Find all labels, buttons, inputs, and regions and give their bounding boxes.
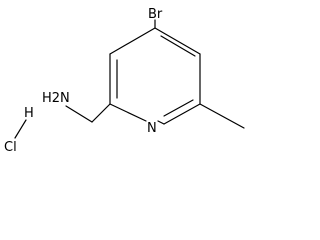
- ring-nitrogen-label: N: [147, 121, 157, 136]
- bond-c3-c4-inner: [160, 35, 196, 57]
- structure-diagram: Br N H2N H Cl: [4, 7, 245, 154]
- bond-c6-n1: [157, 120, 165, 125]
- bond-c5-methyl: [199, 103, 245, 129]
- bond-ch2-n: [65, 105, 93, 123]
- bond-h-cl: [14, 119, 27, 139]
- bond-c3-c4-top: [109, 27, 156, 55]
- bond-c5-c6-inner: [163, 99, 194, 117]
- pyridine-ring: [109, 27, 201, 125]
- bond-c2-ch2: [91, 103, 111, 123]
- bond-n1-c2: [109, 103, 147, 122]
- amine-label: H2N: [42, 91, 70, 106]
- bond-c5-c6: [163, 103, 201, 125]
- hydrogen-label: H: [24, 106, 34, 121]
- bond-c3-c4: [154, 27, 201, 55]
- chlorine-label: Cl: [4, 140, 17, 154]
- bromine-label: Br: [148, 7, 163, 22]
